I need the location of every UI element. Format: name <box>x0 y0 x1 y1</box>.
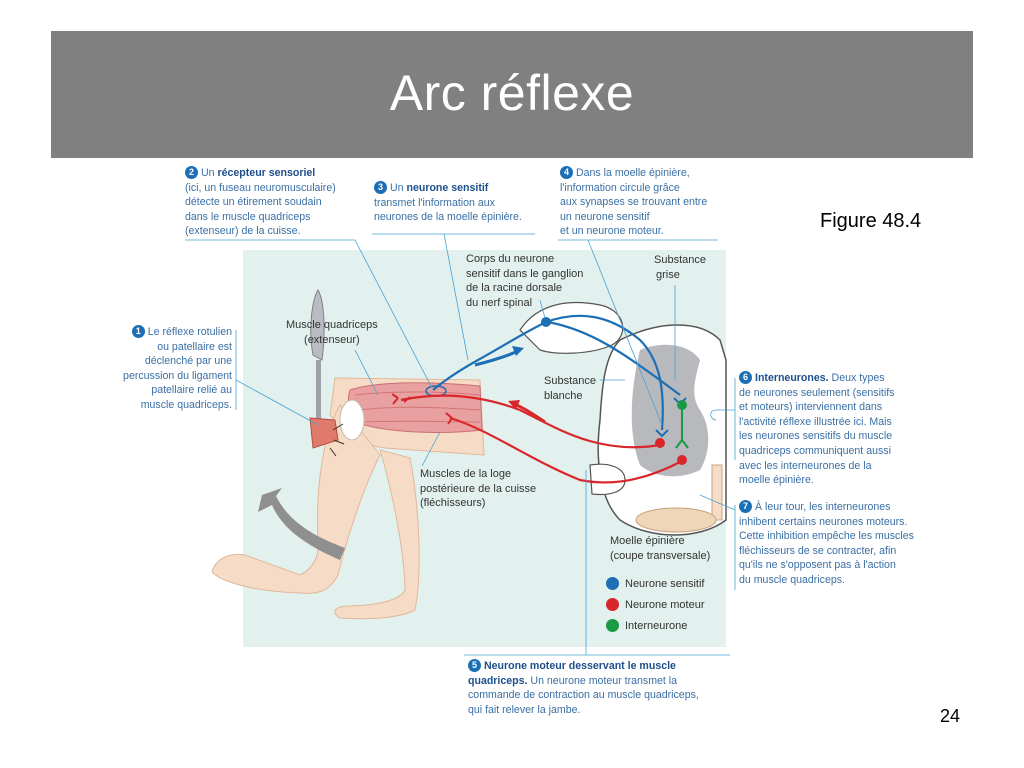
label-spinal-cord: Moelle épinière(coupe transversale) <box>610 535 711 562</box>
legend-interneuron: Interneurone <box>606 619 687 632</box>
label-quadriceps: Muscle quadriceps(extenseur) <box>286 319 378 346</box>
leg-motion-arrow <box>258 488 345 560</box>
reflex-hammer <box>309 289 345 457</box>
motor-cell-body-1 <box>655 438 665 448</box>
figure-label: Figure 48.4 <box>820 210 922 232</box>
interneuron-cell-body <box>677 400 687 410</box>
leader-lines <box>185 233 736 656</box>
sensory-cell-body <box>541 317 551 327</box>
sensory-neuron-path <box>425 314 687 438</box>
slide-title: Arc réflexe <box>389 65 635 121</box>
patella <box>339 399 365 441</box>
legend-sensory: Neurone sensitif <box>606 577 705 590</box>
interneuron-path <box>675 400 689 449</box>
spinal-cord-section <box>597 324 727 536</box>
legend-dot-motor <box>606 598 619 611</box>
legend-dot-sensory <box>606 577 619 590</box>
title-bar: Arc réflexe <box>51 31 973 158</box>
legend-dot-interneuron <box>606 619 619 632</box>
legend-motor: Neurone moteur <box>606 598 705 611</box>
page-number: 24 <box>940 706 961 726</box>
motor-cell-body-2 <box>677 455 687 465</box>
motor-neuron-path <box>391 393 687 484</box>
